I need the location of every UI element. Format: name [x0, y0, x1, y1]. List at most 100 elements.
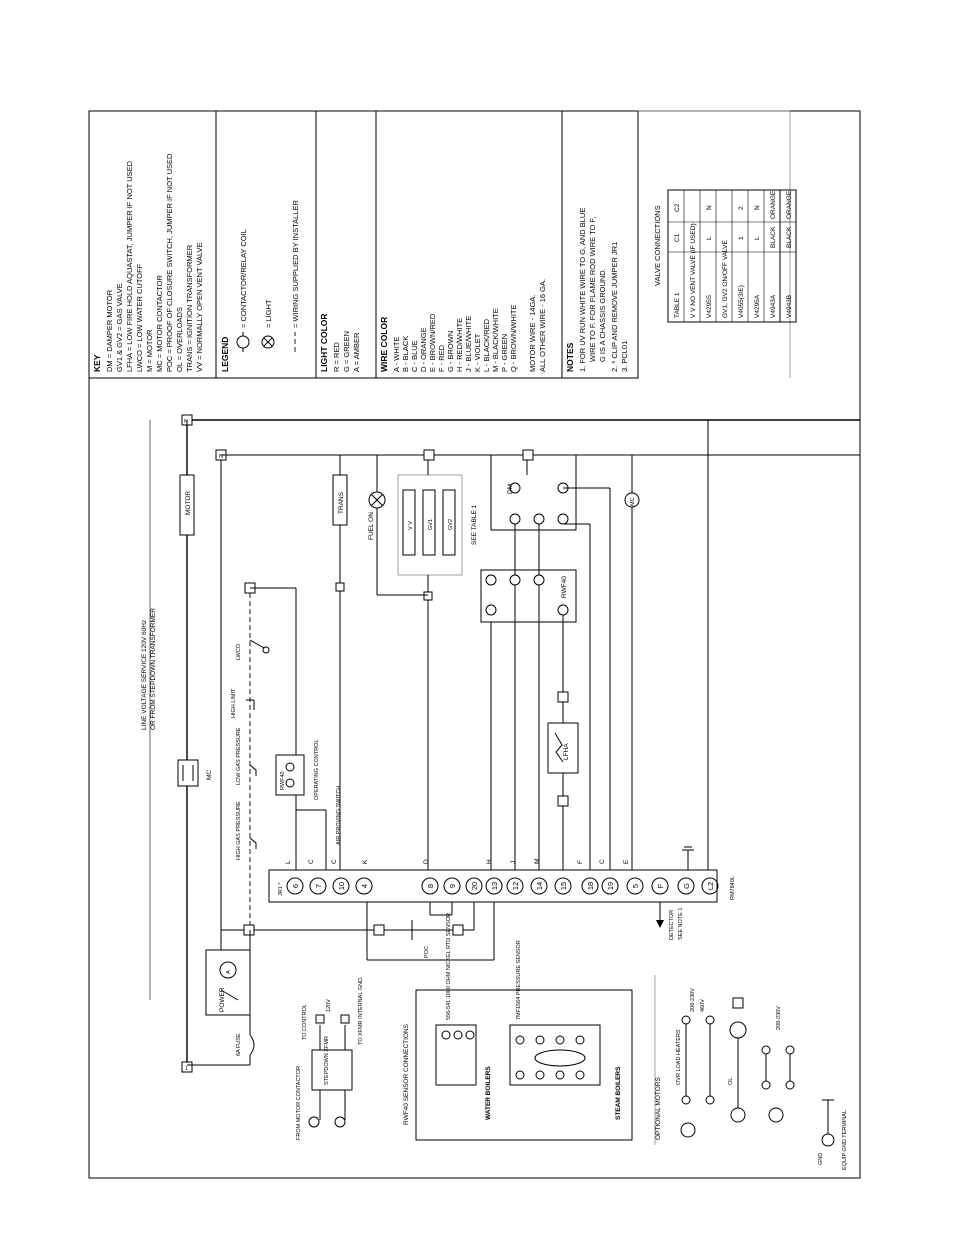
line-voltage-label: LINE VOLTAGE SERVICE 120V 60Hz OR FROM S… [141, 608, 157, 730]
terminal-circle [701, 877, 719, 895]
lwco-label: LWCO [236, 643, 242, 660]
valve-table-cell: N [754, 205, 761, 210]
note-line: G IS A CHASSIS GROUND. [598, 268, 607, 362]
power-label: POWER [219, 987, 226, 1012]
pressure-sensor-label: 7MF1564 PRESSURE SENSOR [516, 940, 522, 1020]
water-boilers-label: WATER BOILERS [485, 1066, 492, 1120]
gv2-valve [442, 489, 456, 556]
wire-letter: C [599, 859, 606, 864]
valve-table-header: C2 [674, 203, 681, 212]
trans-label: TRANS [338, 491, 345, 514]
see-table-label: SEE TABLE 1 [471, 504, 478, 545]
terminal-label: 12 [511, 882, 520, 890]
valve-table-cell: V4943A [770, 294, 777, 318]
wire-color-item: D - ORANGE [419, 327, 428, 372]
terminal-strip [268, 869, 718, 903]
terminal-label: 18 [586, 882, 595, 890]
light-color-item: A = AMBER [352, 332, 361, 372]
key-line: LWCO = LOW WATER CUTOFF [135, 263, 144, 372]
terminal-circle [332, 877, 350, 895]
wire-color-item: P - GREEN [500, 334, 509, 372]
terminal-strip-label: RM7840L [730, 876, 736, 900]
lwco-switch-icon [262, 646, 270, 654]
terminal-circle [626, 877, 644, 895]
valve-table-cell: V4295S [706, 294, 713, 318]
v460-label: 460V [700, 999, 706, 1012]
key-line: VV = NORMALLY OPEN VENT VALVE [195, 242, 204, 372]
steam-sensor-block [509, 1024, 601, 1086]
terminal-label: 14 [535, 882, 544, 890]
neutral-terminal-label: N [184, 419, 188, 425]
terminal-circle [581, 877, 599, 895]
wire-letter: E [623, 859, 630, 864]
key-section: KEY DM = DAMPER MOTOR GV1 & GV2 = GAS VA… [92, 153, 204, 372]
wire-letter: J [510, 861, 517, 864]
to-xfmr-label: TO XFMR INTERNAL GND. [358, 976, 364, 1045]
valve-table-cell: 1 [738, 236, 745, 240]
legend-item: = LIGHT [264, 299, 273, 328]
optional-motors-label: OPTIONAL MOTORS [655, 1076, 662, 1140]
info-panel [88, 110, 639, 379]
valve-table-header: C1 [674, 233, 681, 242]
n-terminal-2-label: N [219, 454, 223, 460]
terminal-label: 5 [631, 884, 640, 888]
terminal-circle [651, 877, 669, 895]
terminal-circle [465, 877, 483, 895]
terminal-label: 6 [291, 884, 300, 888]
wire-color-item: A - WHITE [392, 337, 401, 372]
lfha-box [547, 722, 579, 774]
valve-table-cell: L [754, 236, 761, 240]
low-gas-switch-icon [249, 764, 257, 776]
line-voltage-text: LINE VOLTAGE SERVICE 120V 60Hz [141, 620, 148, 730]
detector-arrow-icon [656, 920, 664, 928]
valve-table-cell: L [706, 236, 713, 240]
wire-color-item: K - VIOLET [473, 333, 482, 372]
fuse-icon [249, 1015, 255, 1065]
wire-gauge-note: MOTOR WIRE - 14GA. [528, 295, 537, 372]
terminal-label: 4 [360, 884, 369, 888]
key-title: KEY [92, 354, 102, 372]
terminal-label: 7 [314, 884, 323, 888]
terminal-circle [601, 877, 619, 895]
motor-symbol-2-icon [768, 1107, 784, 1123]
valve-table-cell: V4055(3/E) [738, 285, 745, 318]
legend-item: = WIRING SUPPLIED BY INSTALLER [291, 200, 300, 328]
valve-table-cell: GV1, GV2 ON/OFF VALVE [722, 240, 729, 318]
rwf40-box-1 [480, 569, 577, 623]
key-line: LFHA = LOW FIRE HOLD AQUASTAT, JUMPER IF… [125, 160, 134, 372]
terminal-circle [506, 877, 524, 895]
ovr-load-label: OVR LOAD HEATERS [676, 1029, 682, 1085]
valve-table-header: TABLE 1 [674, 292, 681, 318]
poc-label: POC [424, 946, 430, 958]
sheet-border [88, 110, 861, 1179]
wire-color-item: M - BLACK/WHITE [491, 308, 500, 372]
wire-letter: D [423, 859, 430, 864]
wire-color-item: F - RED [437, 344, 446, 372]
terminal-circle [355, 877, 373, 895]
low-gas-label: LOW GAS PRESSURE [236, 727, 242, 785]
power-light-icon [219, 961, 237, 979]
see-note-label: SEE NOTE 1 [678, 908, 684, 940]
jr1-label: JR1 * [278, 882, 284, 896]
key-line: M = MOTOR [145, 329, 154, 372]
vv-text: V V [408, 521, 414, 530]
terminal-circle [485, 877, 503, 895]
key-line: MC = MOTOR CONTACTOR [155, 275, 164, 372]
rwf40-label-2: RWF40 [280, 771, 286, 790]
valve-table-extra-row: V4943B BLACK ORANGE [779, 189, 797, 323]
rwf40-label-1: RWF40 [561, 576, 568, 598]
wire-color-item: J - BLUE/WHITE [464, 316, 473, 372]
note-line: WIRE TO F. FOR FLAME ROD WIRE TO F, [588, 217, 597, 362]
high-gas-switch-icon [249, 837, 257, 849]
valve-group-box [397, 474, 463, 576]
stepdown-xfmr-box [311, 1049, 353, 1091]
key-line: GV1 & GV2 = GAS VALVE [115, 283, 124, 372]
wire-color-item: C - BLUE [410, 340, 419, 372]
valve-table-cell: V V NO VENT VALVE (IF USED) [690, 223, 697, 318]
mc-label: MC [206, 770, 213, 780]
notes-title: NOTES [565, 342, 575, 372]
terminal-circle [677, 877, 695, 895]
wire-letter: C [331, 859, 338, 864]
rtd-sensor-label: 556-541 1000 OHM NICKEL RTD SENSOR [446, 913, 452, 1020]
terminal-circle [421, 877, 439, 895]
